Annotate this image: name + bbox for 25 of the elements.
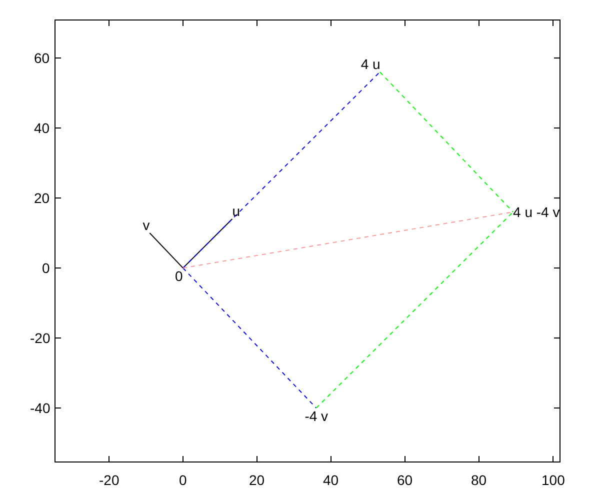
axis-tick-label: 40 [323,472,339,488]
axis-tick-label: -20 [99,472,120,488]
point-label: 4 u [360,56,380,72]
axis-tick-label: -40 [30,400,50,416]
axis-tick-label: 20 [34,190,50,206]
point-label: v [142,217,150,233]
line-segment [149,232,184,268]
line-segment [379,72,514,212]
axis-tick-label: 60 [397,472,413,488]
axis-tick-label: 100 [542,472,565,488]
line-segment [182,72,380,268]
line-segment [182,268,317,408]
point-label: 4 u -4 v [513,204,560,220]
axis-tick-label: 0 [179,472,187,488]
axis-tick-label: 40 [34,120,50,136]
line-segment [316,212,514,408]
axis-tick-label: 0 [42,260,50,276]
point-label: u [232,203,240,219]
line-segment [182,218,233,268]
axis-tick-label: -20 [30,330,50,346]
axis-tick-label: 20 [249,472,265,488]
point-label: -4 v [304,408,328,424]
axis-tick-label: 80 [471,472,487,488]
point-label: 0 [175,268,183,284]
axis-tick-label: 60 [34,50,50,66]
